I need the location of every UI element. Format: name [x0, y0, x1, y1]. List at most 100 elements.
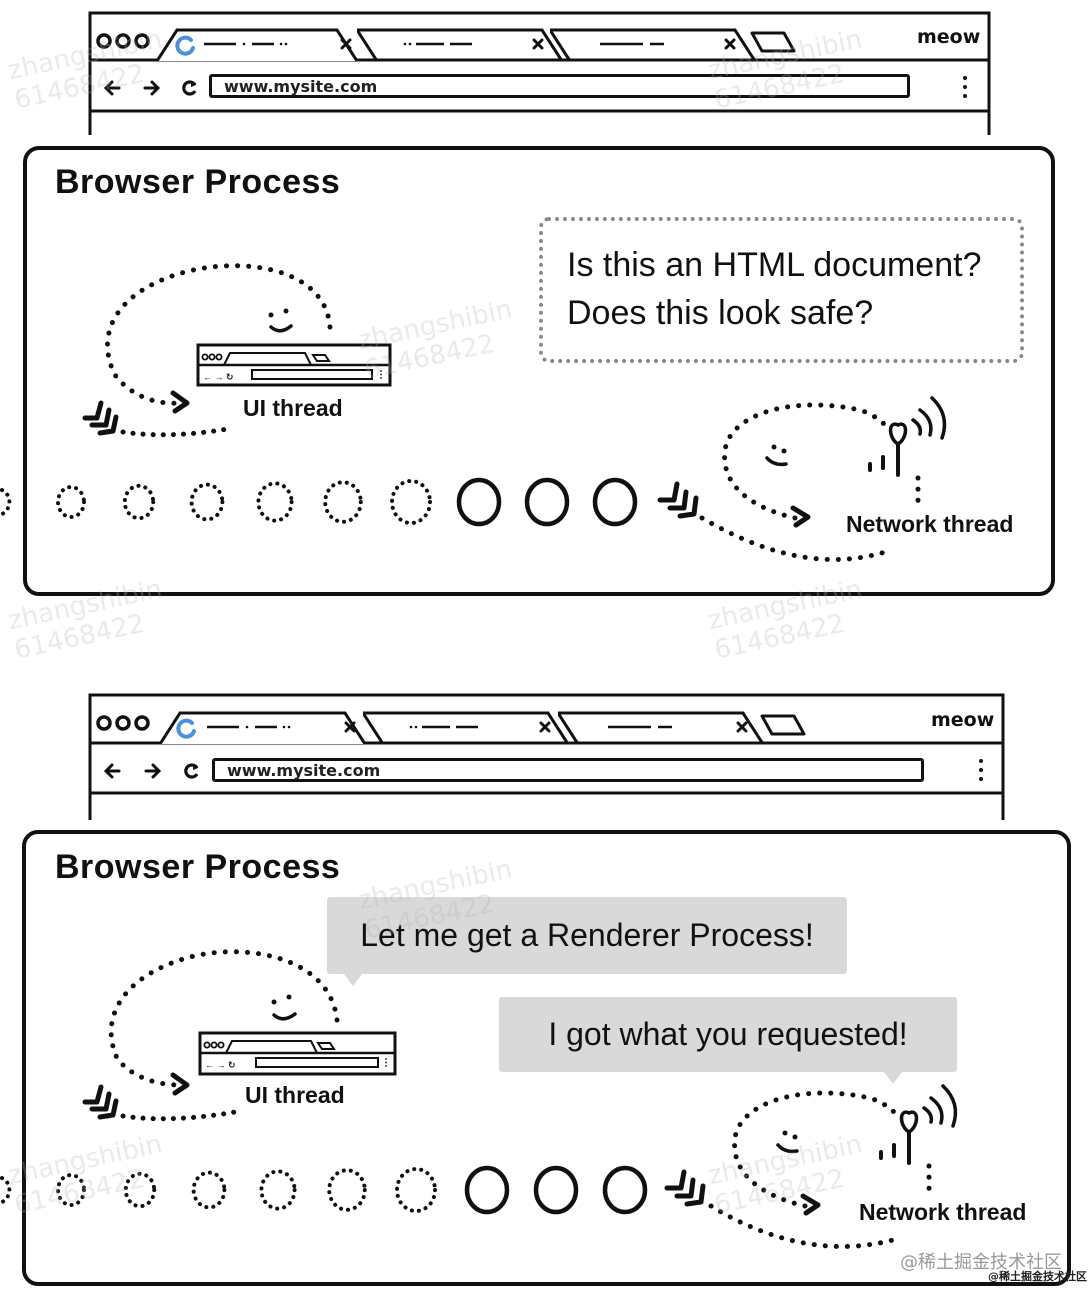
- network-thread-label: Network thread: [846, 511, 1014, 537]
- ui-thread-loop: [108, 949, 340, 1088]
- address-bar[interactable]: www.mysite.com: [212, 758, 924, 782]
- kebab-menu-icon[interactable]: [958, 74, 972, 102]
- packet-pending: [259, 1169, 297, 1211]
- packet-pending: [323, 480, 363, 524]
- tab-title-placeholder: [207, 725, 291, 729]
- ui-thread-speech-text: Let me get a Renderer Process!: [360, 917, 814, 953]
- window-controls-icon[interactable]: [95, 30, 155, 52]
- tab-2[interactable]: [357, 28, 567, 61]
- network-thread-arrow-head: [790, 505, 811, 528]
- process-title: Browser Process: [55, 163, 341, 201]
- new-tab-button[interactable]: [750, 30, 798, 54]
- forward-arrow-icon[interactable]: [142, 761, 162, 781]
- kebab-menu-icon[interactable]: [974, 757, 988, 785]
- back-arrow-icon[interactable]: [103, 761, 123, 781]
- packet-pending: [395, 1167, 437, 1213]
- face-eye: [782, 1130, 788, 1136]
- browser-window-2: [88, 693, 1005, 820]
- tab-title-placeholder: [600, 42, 664, 46]
- close-tab-icon[interactable]: [343, 720, 357, 734]
- close-tab-icon[interactable]: [531, 37, 545, 51]
- packet-received: [533, 1165, 579, 1215]
- face-smile: [776, 1143, 799, 1154]
- mini-browser-icon: ← → ↻: [198, 1031, 397, 1076]
- face-eye: [781, 448, 787, 454]
- process-title: Browser Process: [55, 848, 341, 886]
- tab-shape: [160, 711, 367, 744]
- face-smile: [765, 456, 788, 467]
- reload-icon[interactable]: [180, 78, 200, 98]
- network-thread-speech-text: I got what you requested!: [548, 1016, 908, 1052]
- url-text: www.mysite.com: [224, 77, 378, 96]
- network-thread-speech-bubble: I got what you requested!: [499, 997, 957, 1072]
- antenna-icon: [868, 396, 947, 477]
- tab-shape: [357, 28, 564, 61]
- tab-shape: [363, 711, 570, 744]
- close-tab-icon[interactable]: [339, 37, 353, 51]
- loading-spinner-icon: [176, 718, 196, 739]
- packet-pending: [256, 481, 294, 523]
- network-thread-outgoing-line: [708, 1203, 903, 1249]
- face-smile: [272, 1012, 297, 1021]
- tab-3[interactable]: [550, 28, 760, 61]
- packet-pending: [189, 482, 225, 522]
- ui-thread-arrow-head: [170, 1072, 190, 1096]
- packet-pending: [390, 479, 432, 525]
- packet-received: [592, 477, 638, 527]
- chevron-arrows-icon: [82, 1084, 119, 1120]
- ui-thread-incoming-line: [120, 425, 236, 438]
- ui-thread-speech-bubble: Let me get a Renderer Process!: [327, 897, 847, 974]
- tab-title-placeholder: [204, 42, 288, 46]
- network-thread-label: Network thread: [859, 1199, 1027, 1225]
- face-eye: [268, 312, 274, 318]
- chevron-arrows-icon: [657, 481, 699, 519]
- window-controls-icon[interactable]: [95, 712, 155, 734]
- ui-thread-label: UI thread: [245, 1082, 345, 1108]
- tab-3[interactable]: [558, 711, 768, 744]
- network-thread-loop: [722, 402, 888, 521]
- packet-pending: [327, 1168, 367, 1212]
- packet-dotted-partial: [0, 488, 12, 516]
- loading-spinner-icon: [175, 35, 195, 56]
- packet-pending: [191, 1170, 227, 1210]
- site-credit-small: @稀土掘金技术社区: [988, 1270, 1087, 1283]
- close-tab-icon[interactable]: [538, 720, 552, 734]
- tab-title-placeholder: [403, 42, 472, 46]
- tab-1[interactable]: [160, 711, 375, 744]
- network-thread-loop: [732, 1090, 898, 1209]
- chevron-arrows-icon: [664, 1169, 706, 1207]
- url-text: www.mysite.com: [227, 761, 381, 780]
- close-tab-icon[interactable]: [735, 720, 749, 734]
- question-line-1: Is this an HTML document?: [567, 246, 982, 284]
- ui-thread-loop: [105, 263, 333, 406]
- svg-text:← → ↻: ← → ↻: [203, 372, 234, 382]
- tab-2[interactable]: [363, 711, 573, 744]
- ui-thread-arrow-head: [170, 390, 190, 414]
- antenna-icon: [879, 1084, 958, 1165]
- packet-pending: [122, 483, 156, 521]
- ui-thread-incoming-line: [120, 1109, 238, 1122]
- mini-browser-icon: ← → ↻: [196, 343, 392, 387]
- packet-received: [524, 477, 570, 527]
- address-bar[interactable]: www.mysite.com: [209, 74, 910, 98]
- speech-bubble-tail: [344, 974, 362, 986]
- network-thread-illustration: [657, 396, 947, 562]
- reload-icon[interactable]: [182, 761, 202, 781]
- site-credit: @稀土掘金技术社区: [900, 1252, 1062, 1273]
- question-box: Is this an HTML document? Does this look…: [539, 217, 1024, 363]
- close-tab-icon[interactable]: [723, 37, 737, 51]
- packet-received: [602, 1165, 648, 1215]
- network-thread-arrow-head: [800, 1193, 821, 1216]
- svg-text:← → ↻: ← → ↻: [205, 1060, 236, 1070]
- face-eye: [792, 1134, 798, 1140]
- speech-bubble-tail: [884, 1072, 902, 1084]
- new-tab-button[interactable]: [760, 713, 808, 737]
- forward-arrow-icon[interactable]: [141, 78, 161, 98]
- tab-title-placeholder: [608, 725, 672, 729]
- tab-1[interactable]: [157, 28, 367, 61]
- face-eye: [771, 444, 777, 450]
- back-arrow-icon[interactable]: [103, 78, 123, 98]
- ui-thread-illustration: ← → ↻: [82, 263, 392, 438]
- tab-title-placeholder: [409, 725, 478, 729]
- packet-pending: [56, 485, 86, 519]
